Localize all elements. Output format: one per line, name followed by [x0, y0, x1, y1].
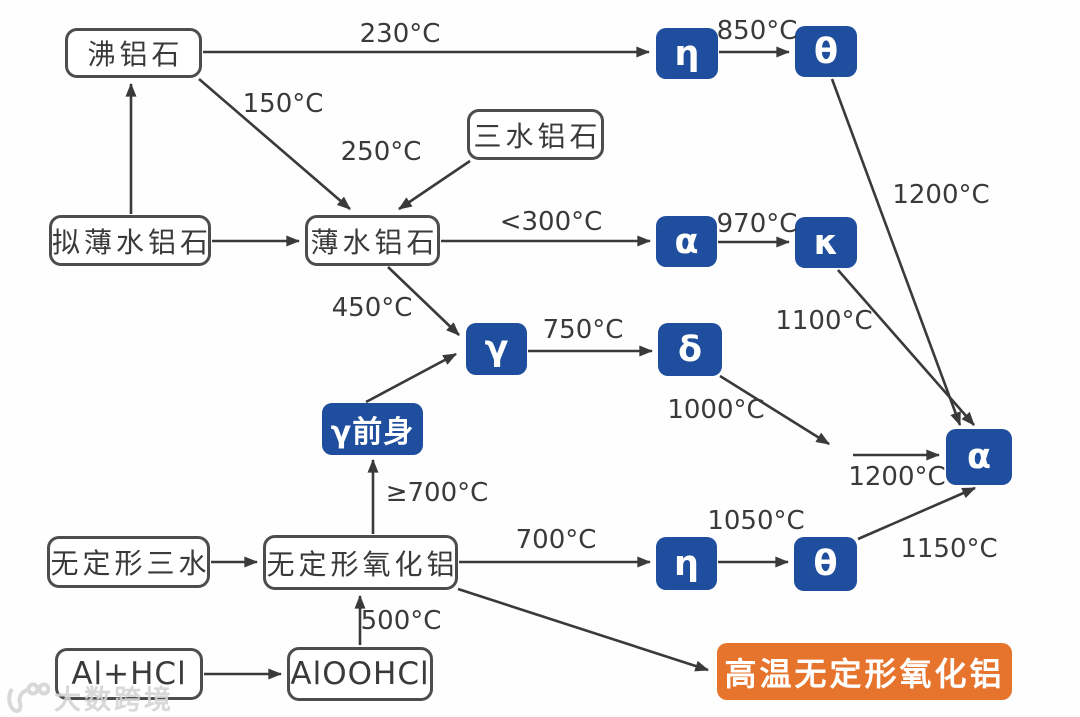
- watermark: 大数跨境: [6, 678, 174, 717]
- node-delta: δ: [658, 323, 722, 376]
- node-label: α: [966, 437, 992, 477]
- node-amorphous-alumina: 无定形氧化铝: [263, 535, 458, 590]
- node-eta-top: η: [656, 28, 718, 79]
- node-amorphous-trihydrate: 无定形三水: [47, 536, 210, 588]
- node-alpha-mid: α: [656, 216, 717, 267]
- edge-kappa-to-alpha-final: [837, 269, 975, 426]
- node-theta-top: θ: [795, 26, 857, 77]
- watermark-logo-icon: [7, 682, 50, 713]
- node-gamma: γ: [466, 323, 527, 375]
- temp-label-250c: 250°C: [340, 137, 422, 167]
- node-label: θ: [813, 31, 839, 72]
- node-label: 无定形氧化铝: [266, 547, 459, 581]
- node-gibbsite: 三水铝石: [467, 109, 604, 160]
- node-label: 薄水铝石: [310, 225, 439, 259]
- node-label: Al+HCl: [71, 656, 187, 692]
- node-feilvshi: 沸铝石: [65, 28, 202, 78]
- node-label: η: [674, 543, 699, 584]
- edge-amorphous-alumina-to-high-temp: [457, 587, 710, 672]
- temp-label-230c: 230°C: [359, 19, 441, 49]
- node-theta-bottom: θ: [794, 537, 857, 591]
- node-eta-bottom: η: [656, 537, 717, 590]
- edge-theta-bottom-to-alpha-final: [857, 486, 977, 541]
- edge-sanshuilvshi-to-boshuilvshi: [398, 159, 471, 211]
- edge-theta-top-to-alpha-final: [830, 78, 962, 427]
- node-boehmite: 薄水铝石: [305, 215, 440, 266]
- temp-label-ge700c: ≥700°C: [385, 478, 489, 508]
- temp-label-1200c-top: 1200°C: [892, 180, 990, 210]
- node-label: 拟薄水铝石: [52, 225, 213, 259]
- temp-label-1200c-mid: 1200°C: [848, 462, 946, 492]
- node-label: α: [674, 221, 699, 262]
- watermark-text: 大数跨境: [54, 685, 174, 716]
- node-pseudoboehmite: 拟薄水铝石: [49, 215, 211, 266]
- temp-label-1050c: 1050°C: [707, 506, 805, 536]
- node-gamma-precursor: γ前身: [322, 403, 423, 455]
- node-label: 高温无定形氧化铝: [724, 654, 1005, 693]
- node-label: γ前身: [330, 415, 415, 450]
- temp-label-1100c: 1100°C: [775, 306, 873, 336]
- temp-label-1150c: 1150°C: [900, 534, 998, 564]
- node-label: θ: [813, 544, 838, 584]
- edge-delta-to-midpoint: [719, 374, 830, 446]
- node-alpha-final: α: [946, 429, 1012, 485]
- temp-label-970c: 970°C: [716, 209, 798, 239]
- node-label: 三水铝石: [473, 119, 602, 153]
- node-label: η: [674, 33, 700, 74]
- node-label: AlOOHCl: [290, 656, 430, 692]
- node-label: 沸铝石: [87, 38, 184, 71]
- node-label: γ: [484, 329, 509, 369]
- temp-label-150c: 150°C: [242, 89, 324, 119]
- temp-label-450c: 450°C: [331, 293, 413, 323]
- node-label: δ: [677, 329, 703, 370]
- temp-label-850c: 850°C: [716, 16, 798, 46]
- node-kappa: κ: [795, 217, 857, 268]
- temp-label-1000c: 1000°C: [667, 395, 765, 425]
- node-label: κ: [813, 222, 839, 263]
- temp-label-500c: 500°C: [360, 606, 442, 636]
- node-high-temp-amorphous-alumina: 高温无定形氧化铝: [717, 643, 1012, 700]
- edge-gamma-precursor-to-gamma: [365, 352, 457, 404]
- edge-feilvshi-to-boshuilvshi: [198, 78, 351, 210]
- temp-label-750c: 750°C: [542, 315, 624, 345]
- node-aloohcl: AlOOHCl: [287, 647, 433, 701]
- temp-label-lt300c: <300°C: [499, 207, 603, 237]
- edge-boshuilvshi-to-gamma: [387, 266, 460, 336]
- node-label: 无定形三水: [50, 547, 211, 580]
- node-al-hcl: Al+HCl: [55, 648, 203, 700]
- temp-label-700c: 700°C: [515, 525, 597, 555]
